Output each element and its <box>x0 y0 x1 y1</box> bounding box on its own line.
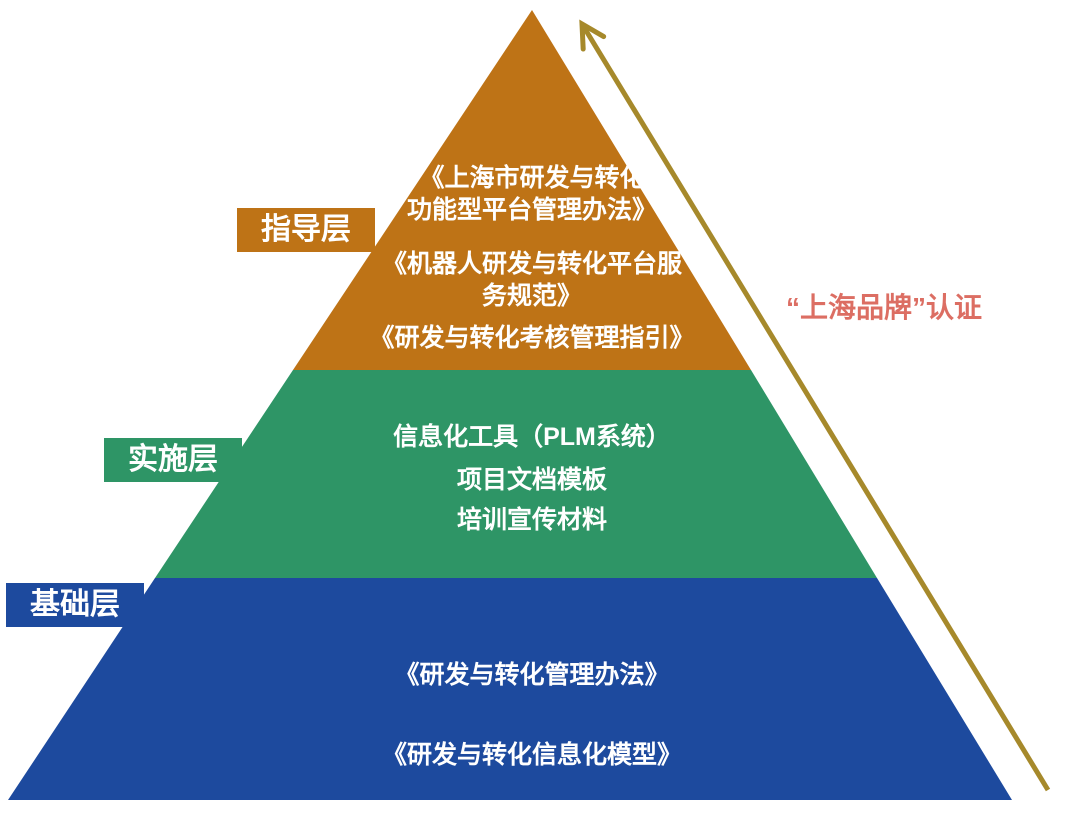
implementation-item-2: 项目文档模板 <box>456 466 607 494</box>
implementation-item-3: 培训宣传材料 <box>456 506 607 534</box>
implementation-item-1: 信息化工具（PLM系统） <box>393 423 671 451</box>
guidance-item-3: 《研发与转化考核管理指引》 <box>369 324 695 352</box>
label-guidance-layer: 指导层 <box>237 208 375 252</box>
label-foundation-layer: 基础层 <box>6 583 144 627</box>
label-implementation-layer: 实施层 <box>104 438 242 482</box>
guidance-item-1: 《上海市研发与转化 功能型平台管理办法》 <box>406 164 657 224</box>
foundation-item-1: 《研发与转化管理办法》 <box>394 661 670 689</box>
guidance-item-2: 《机器人研发与转化平台服 务规范》 <box>381 250 682 310</box>
foundation-item-2: 《研发与转化信息化模型》 <box>381 741 682 769</box>
certification-label: “上海品牌”认证 <box>786 292 983 323</box>
